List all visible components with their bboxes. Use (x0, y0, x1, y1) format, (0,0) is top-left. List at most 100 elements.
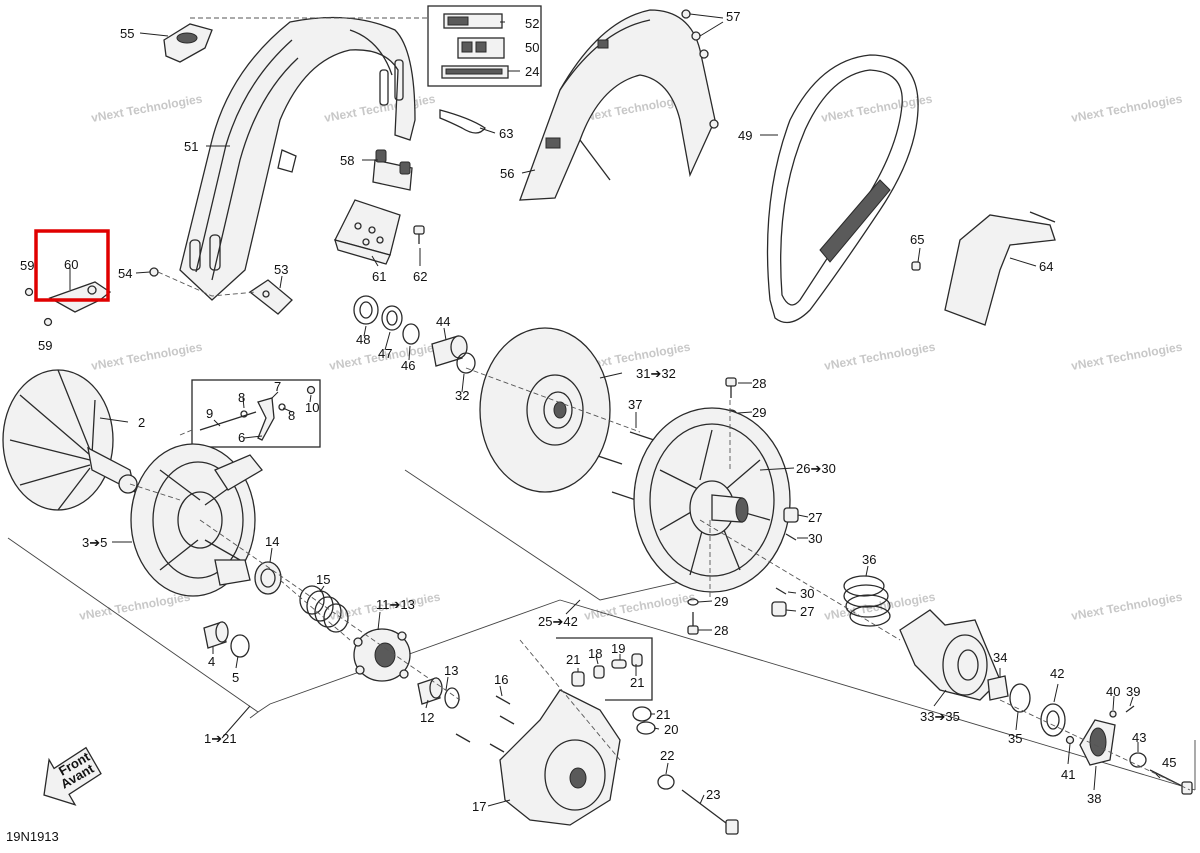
callout-46: 46 (401, 358, 415, 373)
callout-21-right: 21 (630, 675, 644, 690)
callout-28-top: 28 (752, 376, 766, 391)
dash-line (157, 271, 257, 297)
part-30-pin-top (785, 533, 797, 541)
callout-36: 36 (862, 552, 876, 567)
callout-31-32: 31➔32 (636, 366, 676, 381)
callout-32: 32 (455, 388, 469, 403)
callout-45: 45 (1162, 755, 1176, 770)
part-22-washer (657, 774, 675, 790)
group-line-driven-pulley (404, 469, 711, 601)
watermark-text: vNext Technologies (583, 590, 697, 623)
callout-20: 20 (664, 722, 678, 737)
callout-42: 42 (1050, 666, 1064, 681)
callout-26-30: 26➔30 (796, 461, 836, 476)
callout-37: 37 (628, 397, 642, 412)
part-39-screw (1125, 705, 1135, 713)
part-57-screws (681, 9, 719, 129)
callout-49: 49 (738, 128, 752, 143)
callout-58: 58 (340, 153, 354, 168)
part-30-pin-bottom (775, 587, 787, 595)
callout-3-5: 3➔5 (82, 535, 107, 550)
callout-65: 65 (910, 232, 924, 247)
part-55-handle (163, 23, 213, 63)
part-51-belt-guard (179, 16, 416, 301)
callout-13: 13 (444, 663, 458, 678)
callout-52: 52 (525, 16, 539, 31)
part-28-screw-bottom (687, 612, 699, 635)
callout-5: 5 (232, 670, 239, 685)
part-14-bushing (254, 561, 282, 595)
part-34-bushing (987, 675, 1009, 701)
part-labels-box (427, 5, 542, 87)
part-41-nut (1065, 735, 1075, 745)
callout-30-bottom: 30 (800, 586, 814, 601)
part-62-screw (413, 225, 425, 244)
part-17-governor-cup (499, 689, 621, 826)
callout-41: 41 (1061, 767, 1075, 782)
callout-22: 22 (660, 748, 674, 763)
part-59-screws (24, 287, 53, 327)
callout-47: 47 (378, 346, 392, 361)
part-53-plate (248, 279, 293, 315)
part-31-driven-sheave (479, 327, 611, 493)
part-47-washer (381, 305, 403, 331)
callout-59-top: 59 (20, 258, 34, 273)
diagram-id: 19N1913 (6, 829, 59, 844)
part-33-cam (899, 609, 1001, 701)
callout-35: 35 (1008, 731, 1022, 746)
callout-40: 40 (1106, 684, 1120, 699)
callout-2: 2 (138, 415, 145, 430)
callout-39: 39 (1126, 684, 1140, 699)
callout-8-right: 8 (288, 408, 295, 423)
part-38-cover (1079, 719, 1116, 766)
part-63-clip (439, 109, 486, 134)
callout-60: 60 (64, 257, 78, 272)
callout-59-bottom: 59 (38, 338, 52, 353)
part-15-spring (299, 585, 349, 633)
part-42-washer (1040, 703, 1066, 737)
callout-12: 12 (420, 710, 434, 725)
part-49-drive-belt (766, 54, 919, 324)
highlight-box[interactable] (34, 229, 110, 302)
watermark-text: vNext Technologies (78, 590, 192, 623)
part-23-bolt (681, 789, 739, 835)
callout-14: 14 (265, 534, 279, 549)
watermark-text: vNext Technologies (90, 92, 204, 125)
callout-21-left: 21 (566, 652, 580, 667)
part-44-bushing (431, 335, 468, 367)
part-27-spacer-bottom (771, 601, 787, 617)
callout-15: 15 (316, 572, 330, 587)
callout-10: 10 (305, 400, 319, 415)
part-12-bushing (417, 677, 443, 705)
callout-64: 64 (1039, 259, 1053, 274)
callout-21-lower: 21 (656, 707, 670, 722)
part-48-washer (353, 295, 379, 325)
part-61-bracket (334, 199, 401, 265)
part-37-bolts (597, 431, 655, 501)
callout-28-bottom: 28 (714, 623, 728, 638)
group-line-drive-pulley-top (257, 599, 561, 713)
callout-62: 62 (413, 269, 427, 284)
callout-51: 51 (184, 139, 198, 154)
part-16-bolts (455, 695, 515, 753)
callout-43: 43 (1132, 730, 1146, 745)
part-43-washer (1129, 752, 1147, 768)
assembly-axes (129, 367, 1191, 791)
part-56-cover (519, 9, 716, 201)
callout-1-21: 1➔21 (204, 731, 237, 746)
callout-18: 18 (588, 646, 602, 661)
callout-9: 9 (206, 406, 213, 421)
part-60-plate (48, 281, 112, 313)
part-18-21-box (556, 637, 653, 701)
callout-23: 23 (706, 787, 720, 802)
part-58-hinge (372, 149, 413, 191)
callout-48: 48 (356, 332, 370, 347)
watermark-text: vNext Technologies (1070, 340, 1184, 373)
callout-4: 4 (208, 654, 215, 669)
part-5-ring (230, 634, 250, 658)
callout-53: 53 (274, 262, 288, 277)
callout-63: 63 (499, 126, 513, 141)
leader-lines (69, 13, 1161, 807)
